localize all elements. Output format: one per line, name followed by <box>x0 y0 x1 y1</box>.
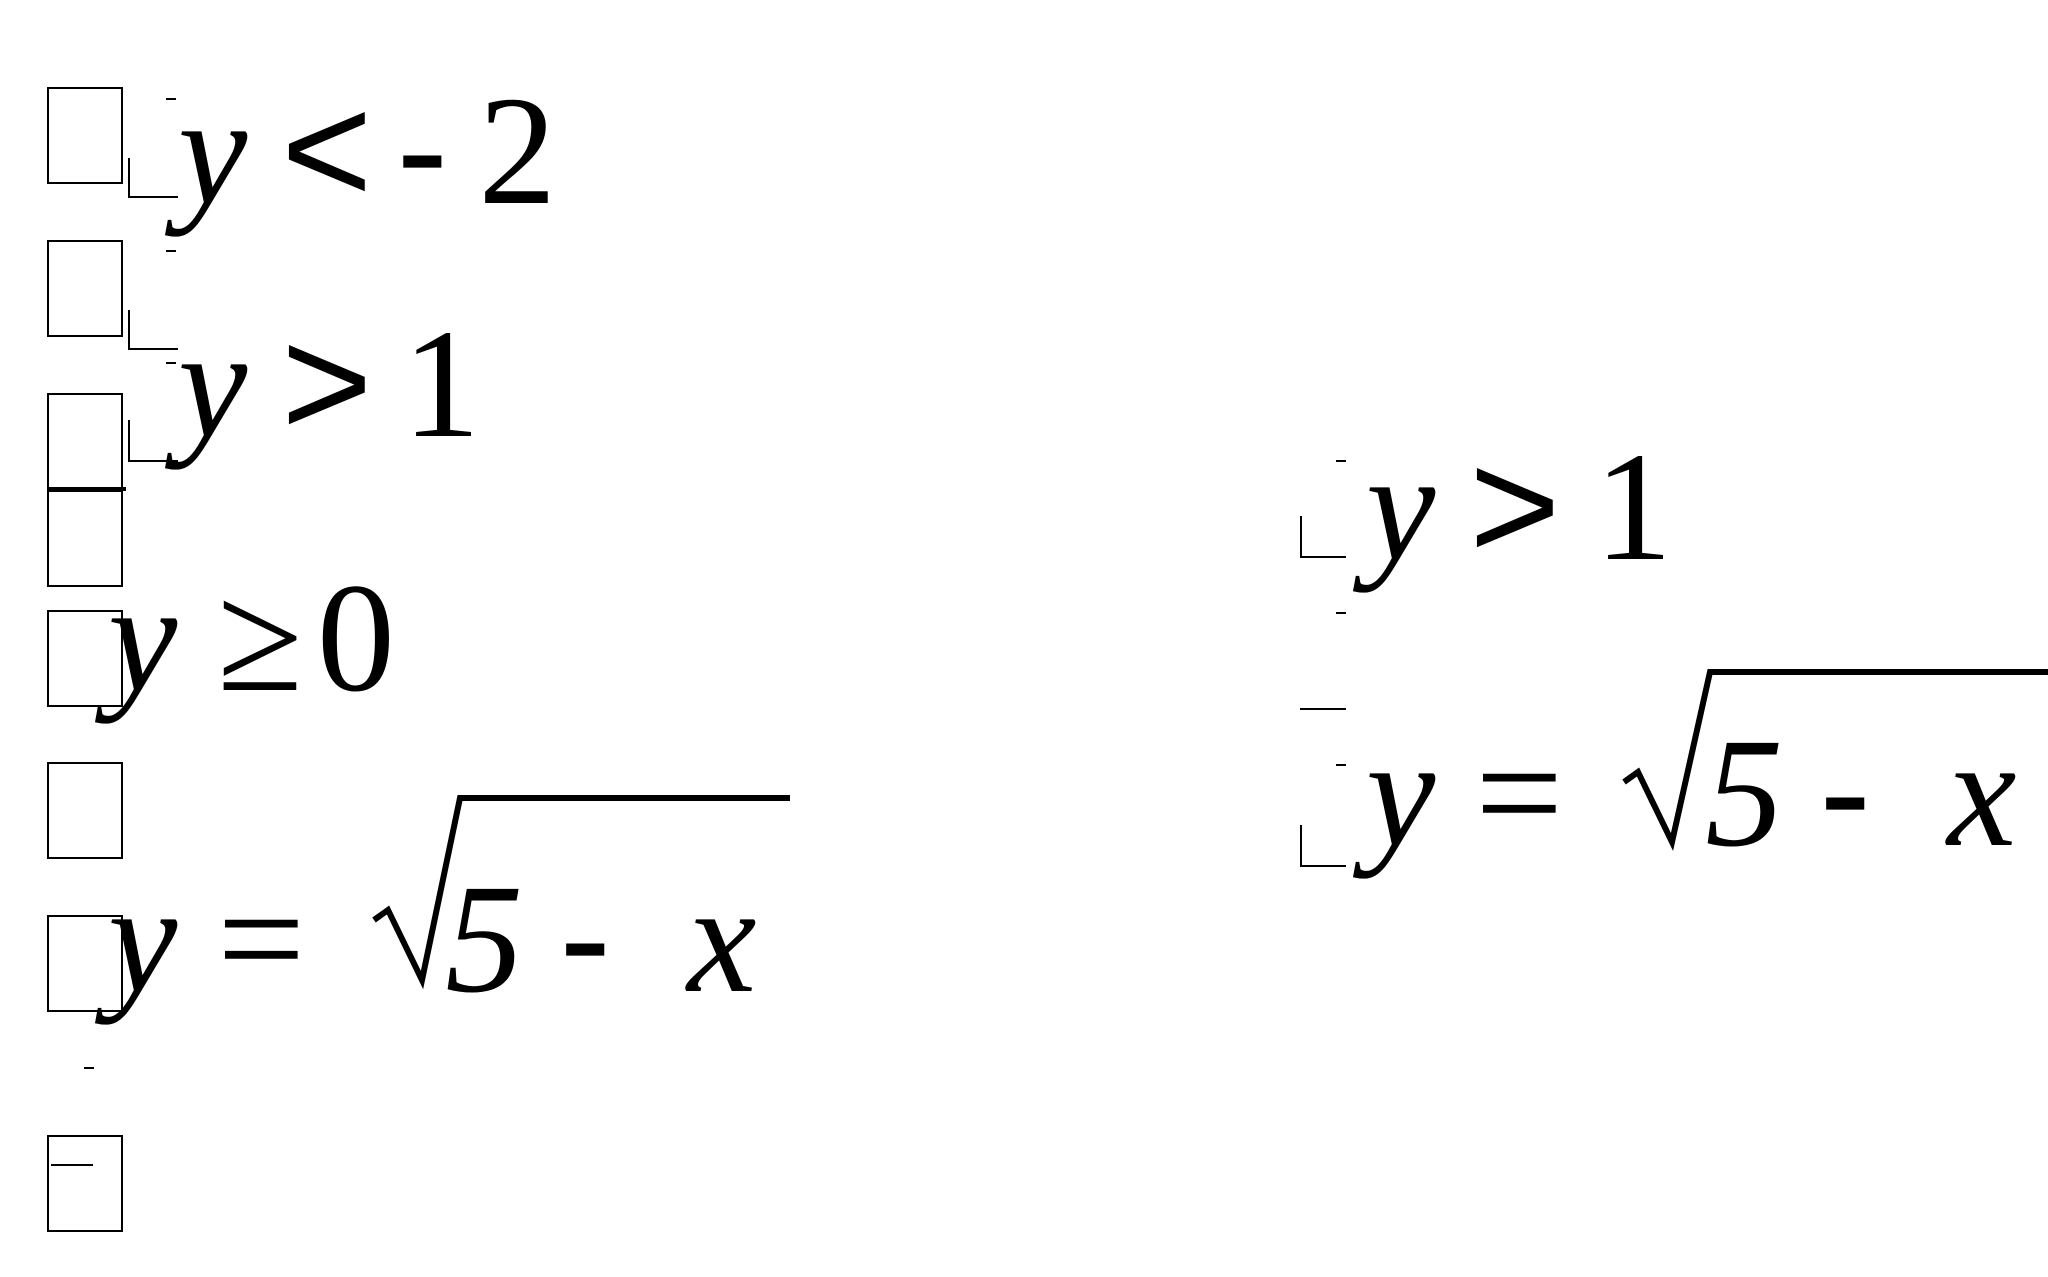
answer-box-5[interactable] <box>47 610 123 707</box>
var-y: y <box>108 852 178 1025</box>
number: 2 <box>478 64 557 237</box>
minus-sign: - <box>396 63 449 237</box>
answer-box-7[interactable] <box>47 915 123 1012</box>
answer-box-4[interactable] <box>47 490 123 587</box>
tick-mark <box>166 362 176 364</box>
tick-mark <box>1336 612 1346 614</box>
box-8-mark <box>51 1164 93 1166</box>
expr-right-2: y=5-x <box>1366 714 2016 871</box>
var-y: y <box>1366 706 1436 879</box>
bracket-mark <box>128 310 178 350</box>
number: 0 <box>316 551 395 724</box>
minus-sign: - <box>1819 705 1872 879</box>
var-y: y <box>178 297 248 470</box>
bracket-mark <box>1300 516 1346 558</box>
tick-mark <box>1336 460 1346 462</box>
greater-than: > <box>1469 419 1561 593</box>
tick-mark <box>166 98 176 100</box>
expr-right-1: y>1 <box>1366 428 1672 585</box>
equals: = <box>1475 706 1564 879</box>
answer-box-8[interactable] <box>47 1135 123 1232</box>
equals: = <box>217 852 306 1025</box>
answer-box-6[interactable] <box>47 762 123 859</box>
greater-than: > <box>281 296 373 470</box>
expr-left-4: y=5-x <box>108 860 756 1017</box>
stray-mark <box>84 1067 94 1069</box>
var-y: y <box>1366 420 1436 593</box>
tick-mark <box>166 250 176 252</box>
bracket-mark <box>128 158 178 198</box>
answer-box-3[interactable] <box>47 393 123 490</box>
number: 5 <box>1705 706 1784 879</box>
var-y: y <box>108 551 178 724</box>
greater-equal: ≥ <box>217 551 303 724</box>
var-x: x <box>1947 706 2017 879</box>
bracket-mark <box>1300 825 1346 867</box>
bracket-top <box>1300 708 1346 710</box>
answer-box-2[interactable] <box>47 240 123 337</box>
expr-left-2: y>1 <box>178 305 480 462</box>
minus-sign: - <box>559 851 612 1025</box>
var-y: y <box>178 64 248 237</box>
square-root-icon <box>372 795 790 990</box>
expr-left-1: y<-2 <box>178 72 556 229</box>
number: 1 <box>402 297 481 470</box>
tick-mark <box>1336 764 1346 766</box>
less-than: < <box>281 63 373 237</box>
number: 1 <box>1594 420 1673 593</box>
box-divider <box>47 487 126 491</box>
number: 5 <box>445 852 524 1025</box>
bracket-mark <box>128 420 178 462</box>
var-x: x <box>687 852 757 1025</box>
square-root-icon <box>1622 669 2048 852</box>
expr-left-3: y≥0 <box>108 560 395 716</box>
answer-box-1[interactable] <box>47 87 123 184</box>
